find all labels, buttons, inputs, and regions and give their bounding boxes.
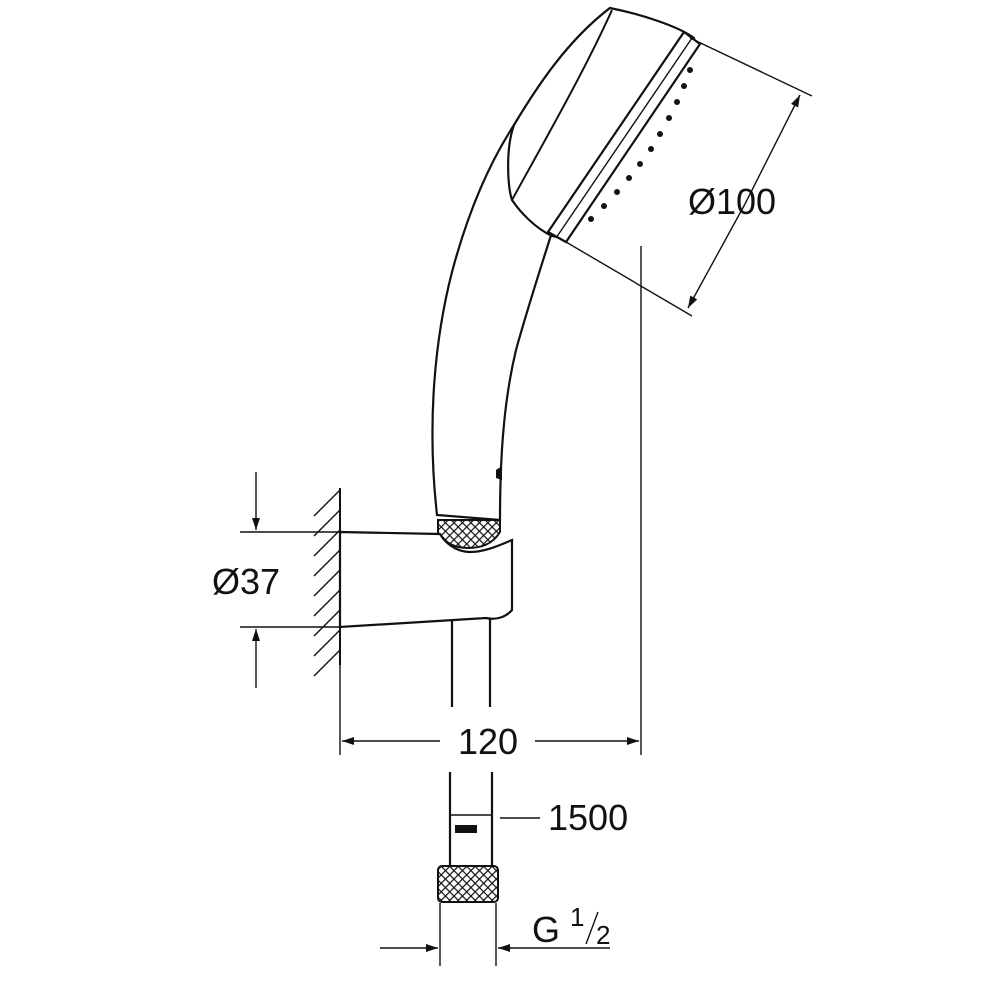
hose-end — [437, 772, 499, 903]
hand-shower — [431, 6, 702, 522]
label-diameter-100: Ø100 — [688, 181, 776, 222]
label-hose-length: 1500 — [548, 797, 628, 838]
hose-upper — [450, 618, 492, 707]
thread-fraction-slash — [585, 911, 599, 945]
label-diameter-37: Ø37 — [212, 561, 280, 602]
label-thread-numerator: 1 — [570, 902, 584, 932]
spray-nozzles — [588, 67, 693, 222]
label-projection-120: 120 — [458, 721, 518, 762]
dim-arrow-diameter-100 — [744, 94, 801, 205]
label-thread-denominator: 2 — [596, 920, 610, 950]
wall — [313, 488, 341, 677]
wall-holder — [338, 530, 514, 629]
label-thread-g: G — [532, 909, 560, 950]
